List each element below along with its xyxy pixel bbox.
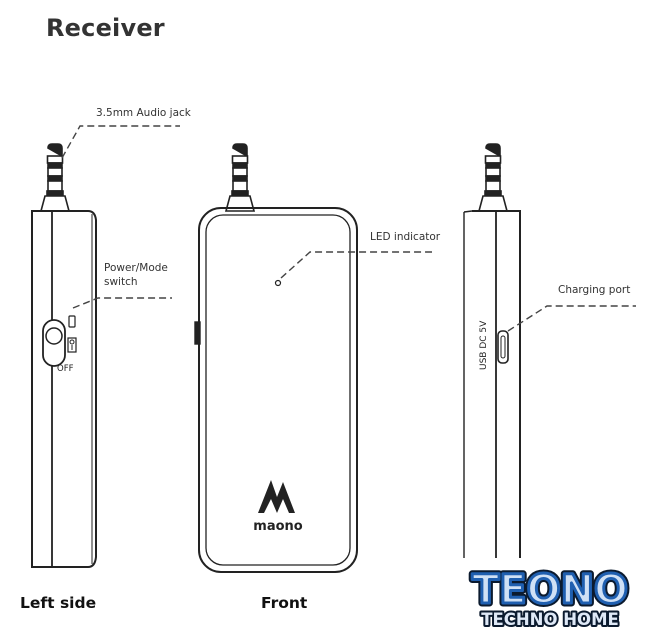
power-switch-callout-line2: switch: [104, 276, 138, 288]
left-side-view: OFF: [31, 143, 97, 568]
audio-jack-leader: [61, 125, 180, 159]
watermark-tagline: TECHNO HOME: [481, 610, 619, 629]
watermark-name: TEONO: [472, 567, 628, 613]
watermark-tagline-outline: TECHNO HOME: [481, 610, 619, 629]
left-audio-jack: [39, 143, 71, 212]
front-label: Front: [261, 594, 308, 612]
power-mode-switch: [42, 315, 77, 367]
usb-dc-label: USB DC 5V: [479, 320, 489, 370]
led-indicator-dot: [274, 279, 282, 287]
front-view: maono: [194, 143, 358, 573]
watermark-name-outline: TEONO: [472, 567, 628, 613]
teono-watermark: TEONO TEONO TECHNO HOME TECHNO HOME: [468, 564, 631, 632]
front-body: [194, 207, 358, 573]
maono-logo: maono: [253, 480, 303, 534]
right-side-body: [463, 210, 521, 558]
callout-lines: [61, 125, 636, 332]
brand-wordmark: maono: [253, 519, 303, 534]
switch-off-label: OFF: [57, 364, 74, 374]
audio-jack-callout: 3.5mm Audio jack: [96, 107, 191, 119]
left-side-body: [31, 210, 97, 568]
led-leader: [280, 251, 432, 279]
charging-port-callout: Charging port: [558, 284, 631, 296]
front-audio-jack: [224, 143, 256, 212]
left-side-label: Left side: [20, 594, 97, 612]
charging-port-leader: [507, 305, 636, 332]
page-title: Receiver: [46, 14, 165, 42]
power-switch-callout-line1: Power/Mode: [104, 262, 168, 274]
charging-port: [497, 330, 509, 364]
led-callout: LED indicator: [370, 231, 441, 243]
right-side-view: USB DC 5V: [463, 143, 521, 558]
right-audio-jack: [477, 143, 509, 212]
power-switch-leader: [72, 297, 172, 309]
